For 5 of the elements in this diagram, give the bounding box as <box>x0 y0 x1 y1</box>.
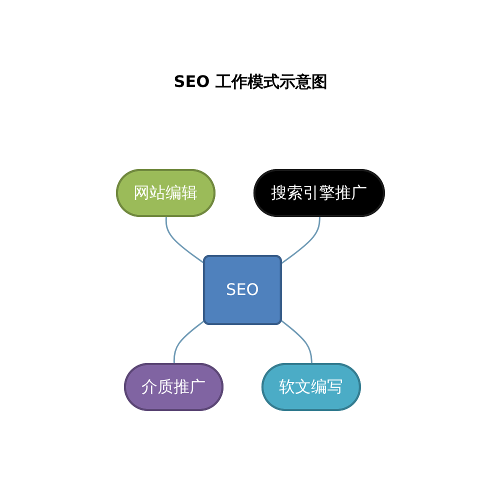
connector <box>281 216 320 264</box>
connector <box>173 320 206 364</box>
diagram-title: SEO 工作模式示意图 <box>172 72 328 93</box>
connector <box>165 216 205 264</box>
connector <box>280 320 312 364</box>
